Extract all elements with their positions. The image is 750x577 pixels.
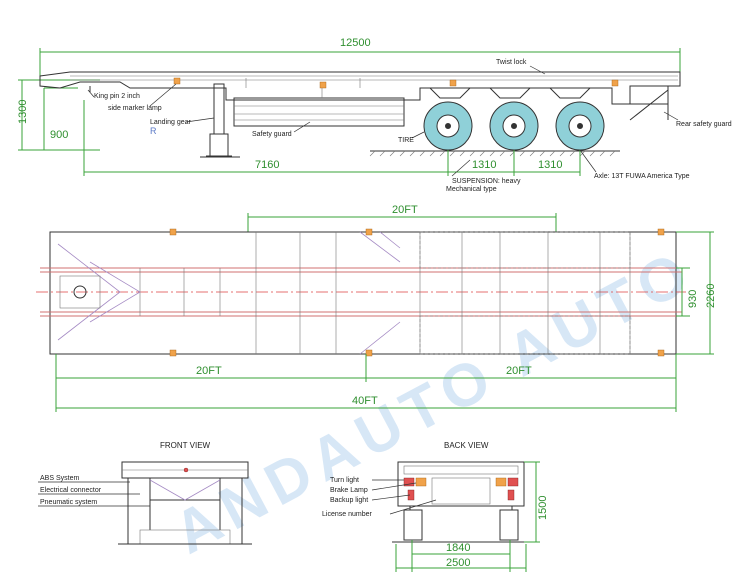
front-view: FRONT VIEW ABS System Electrical connect… <box>38 441 252 545</box>
label-rear-safety-guard: Rear safety guard <box>676 121 732 128</box>
label-pneumatic: Pneumatic system <box>40 499 97 506</box>
front-view-title: FRONT VIEW <box>160 441 211 450</box>
label-license: License number <box>322 511 372 518</box>
label-mechanical-type: Mechanical type <box>446 186 497 193</box>
dim-axle-spacing-1: 1310 <box>472 159 496 171</box>
dim-20ft-right: 20FT <box>506 365 532 377</box>
watermark-text: ANDAUTO AUTO <box>163 236 705 567</box>
label-backup-light: Backup light <box>330 497 368 504</box>
label-side-marker: side marker lamp <box>108 105 162 112</box>
label-safety-guard: Safety guard <box>252 131 292 138</box>
label-abs: ABS System <box>40 475 79 482</box>
dim-40ft: 40FT <box>352 395 378 407</box>
dim-landing-height: 900 <box>50 129 68 141</box>
label-tire: TIRE <box>398 137 414 144</box>
dim-20ft-left: 20FT <box>196 365 222 377</box>
dim-overall-width: 2260 <box>705 284 717 308</box>
dim-height: 1300 <box>17 100 29 124</box>
dim-kingpin-axle: 7160 <box>255 159 279 171</box>
label-r-mark: R <box>150 126 157 136</box>
dim-back-inner-width: 1840 <box>446 542 470 554</box>
dim-20ft-top: 20FT <box>392 204 418 216</box>
label-landing-gear: Landing gear <box>150 119 192 126</box>
wheel-3 <box>555 101 605 151</box>
label-kingpin: King pin 2 inch <box>94 93 140 100</box>
back-view-title: BACK VIEW <box>444 441 489 450</box>
label-turn-light: Turn light <box>330 477 359 484</box>
dim-back-outer-width: 2500 <box>446 557 470 569</box>
top-view: 20FT <box>36 204 717 412</box>
label-brake-lamp: Brake Lamp <box>330 487 368 494</box>
label-axle-note: Axle: 13T FUWA America Type <box>594 173 690 180</box>
wheel-1 <box>423 101 473 151</box>
side-view: 12500 1300 900 <box>17 37 732 193</box>
dim-axle-spacing-2: 1310 <box>538 159 562 171</box>
label-twist-lock: Twist lock <box>496 59 527 66</box>
label-electrical: Electrical connector <box>40 487 102 494</box>
back-view: BACK VIEW Turn light Brake Lamp Backup l… <box>322 441 549 572</box>
dim-beam-spacing: 930 <box>687 290 699 308</box>
label-suspension: SUSPENSION: heavy <box>452 178 521 185</box>
dim-back-height: 1500 <box>537 496 549 520</box>
dim-overall-length: 12500 <box>340 37 371 49</box>
wheel-2 <box>489 101 539 151</box>
